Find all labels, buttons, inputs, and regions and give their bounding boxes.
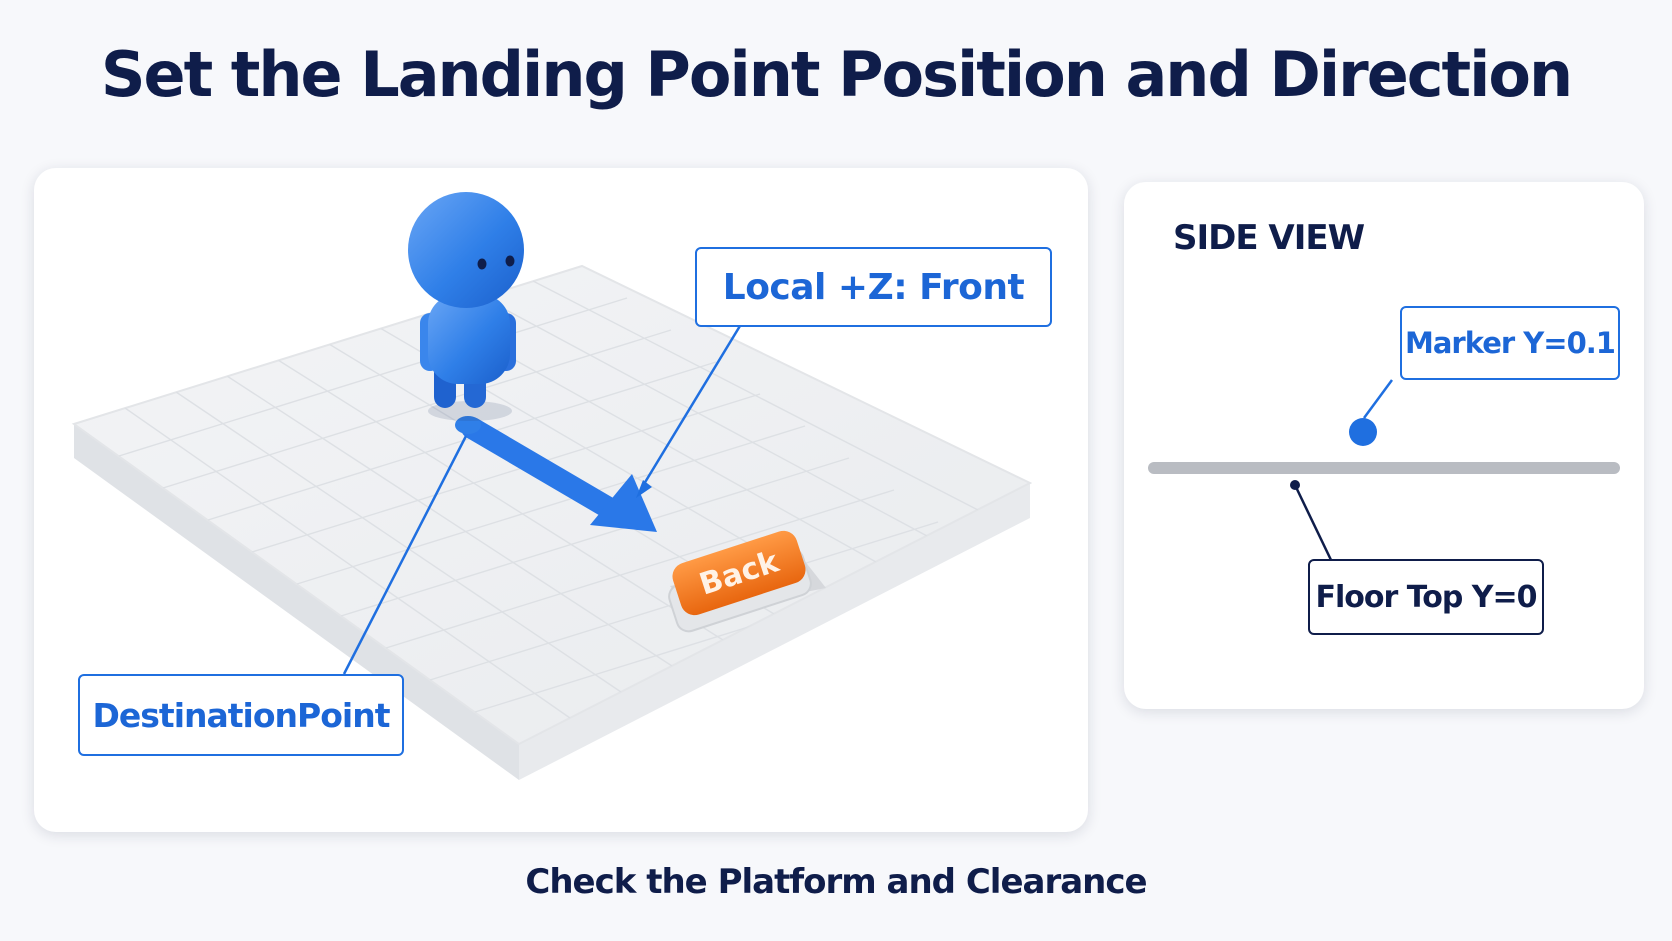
platform-illustration: Back	[71, 192, 1033, 780]
floor-point-icon	[1290, 480, 1300, 490]
floor-label-connector	[1293, 484, 1333, 561]
destination-label-connector	[342, 435, 468, 675]
front-label-connector	[642, 315, 748, 485]
marker-y-label: Marker Y=0.1	[1400, 306, 1620, 380]
side-view-panel: SIDE VIEW Marker Y=0.1 Floor Top Y=0	[1124, 182, 1644, 709]
front-direction-label: Local +Z: Front	[695, 247, 1052, 327]
side-view-illustration	[1148, 379, 1620, 561]
marker-label-connector	[1362, 379, 1394, 419]
floor-line	[1148, 462, 1620, 474]
floor-top-label: Floor Top Y=0	[1308, 559, 1544, 635]
platform-panel: Back Local +Z: Front DestinationPoint	[34, 168, 1088, 832]
page-title: Set the Landing Point Position and Direc…	[100, 38, 1573, 111]
side-view-title: SIDE VIEW	[1173, 218, 1365, 258]
caption: Check the Platform and Clearance	[525, 862, 1147, 902]
destination-point-label: DestinationPoint	[78, 674, 404, 756]
marker-dot-icon	[455, 416, 481, 434]
platform	[71, 264, 1033, 780]
arrow-icon	[461, 417, 657, 532]
side-marker-dot-icon	[1349, 418, 1377, 446]
blue-figure-icon	[408, 192, 524, 421]
